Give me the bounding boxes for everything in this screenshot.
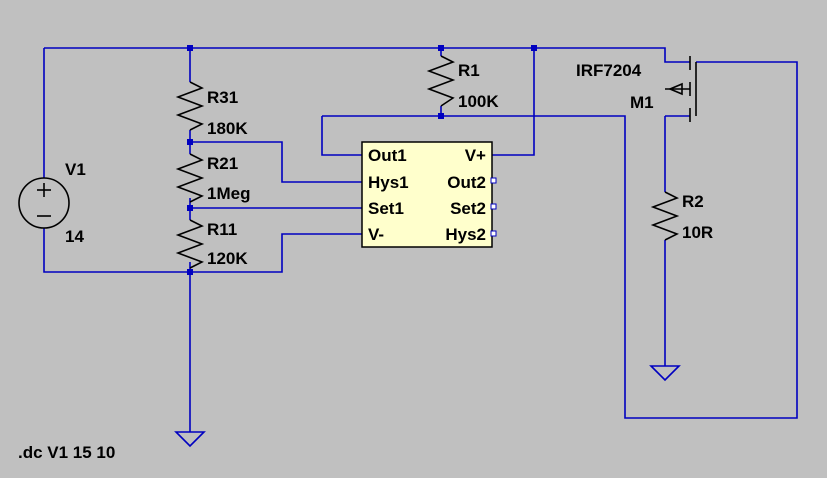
r1-name-label: R1 [458,61,480,80]
ic-pin-vplus: V+ [465,146,486,165]
ic-pin-out2: Out2 [447,173,486,192]
ic-pin-out1: Out1 [368,146,407,165]
comparator-ic[interactable] [361,141,497,248]
spice-directive[interactable]: .dc V1 15 10 [18,443,115,462]
resistor-r11[interactable] [175,219,205,269]
resistor-r1[interactable] [426,55,456,107]
ic-pin-hys1: Hys1 [368,173,409,192]
ground-symbol-left [174,431,206,448]
junctions [187,45,537,275]
resistor-r2[interactable] [650,191,680,241]
resistor-r21[interactable] [175,153,205,203]
r2-value-label: 10R [682,223,713,242]
m1-name-label: M1 [630,93,654,112]
r31-value-label: 180K [207,119,248,138]
voltage-source-v1[interactable] [18,177,70,229]
m1-model-label: IRF7204 [576,61,642,80]
r21-name-label: R21 [207,154,238,173]
r11-value-label: 120K [207,249,248,268]
ground-symbol-right [649,365,681,382]
v1-value-label: 14 [65,227,84,246]
resistor-r31[interactable] [175,81,205,131]
ic-pin-hys2: Hys2 [445,225,486,244]
ic-pin-vminus: V- [368,225,384,244]
r1-value-label: 100K [458,92,499,111]
v1-name-label: V1 [65,160,86,179]
mosfet-m1[interactable] [665,56,697,122]
r11-name-label: R11 [207,220,237,239]
r2-name-label: R2 [682,192,704,211]
r21-value-label: 1Meg [207,184,250,203]
ic-pin-set2: Set2 [450,199,486,218]
r31-name-label: R31 [207,88,238,107]
ic-pin-set1: Set1 [368,199,404,218]
